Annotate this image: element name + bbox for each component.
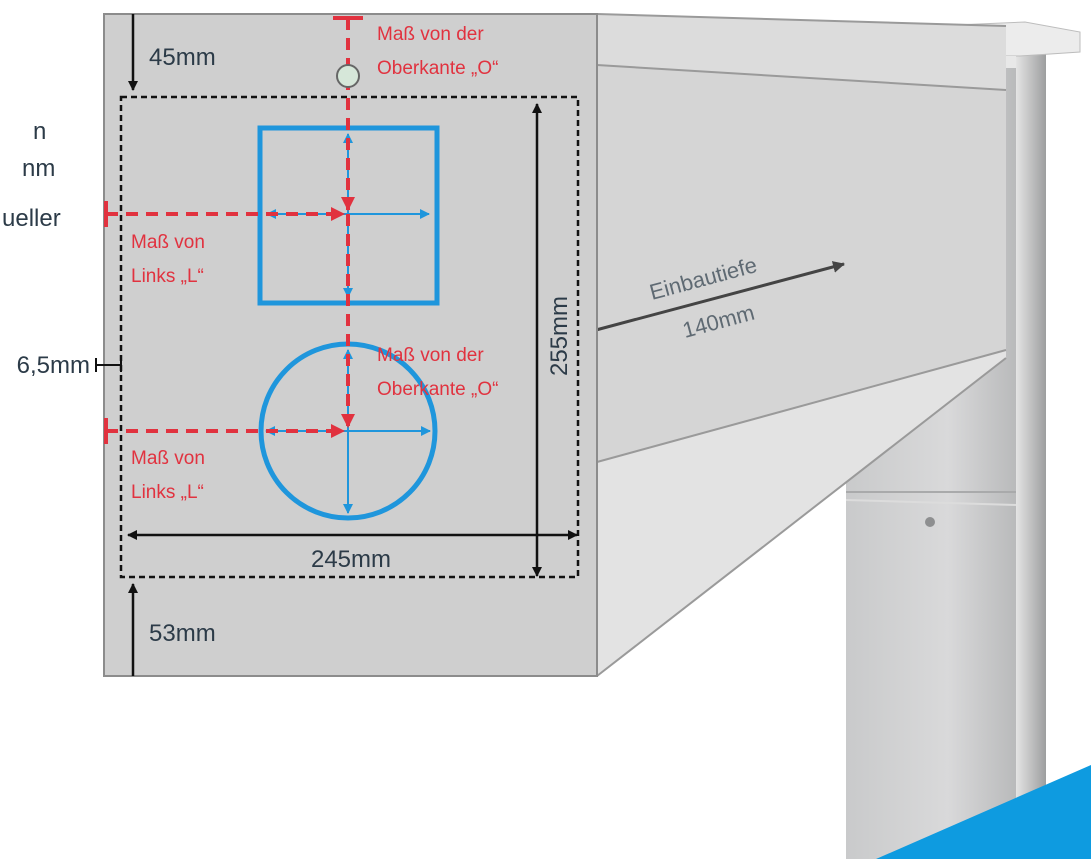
box-extrusion <box>596 13 1007 677</box>
cropped-text-1: n <box>33 118 46 145</box>
side-offset-label: 6,5mm <box>17 352 90 379</box>
cropped-text-3: ueller <box>2 205 61 232</box>
height-label: 255mm <box>546 296 573 376</box>
left-measure-1-line2: Links „L“ <box>131 266 204 287</box>
width-label: 245mm <box>311 546 391 573</box>
top-measure-1-line2: Oberkante „O“ <box>377 58 498 79</box>
cropped-text-2: nm <box>22 155 55 182</box>
top-measure-1-line1: Maß von der <box>377 24 484 45</box>
left-measure-2-line2: Links „L“ <box>131 482 204 503</box>
accent-corner <box>876 765 1091 859</box>
left-measure-1-line1: Maß von <box>131 232 205 253</box>
top-measure-2-line2: Oberkante „O“ <box>377 379 498 400</box>
left-measure-2-line1: Maß von <box>131 448 205 469</box>
depth-arrow <box>595 261 845 332</box>
top-measure-2-line1: Maß von der <box>377 345 484 366</box>
hole-marker-icon <box>336 64 360 88</box>
top-dimension-label: 45mm <box>149 44 216 71</box>
bottom-dimension-label: 53mm <box>149 620 216 647</box>
red-measures <box>104 16 363 444</box>
mounting-area-frame <box>119 95 580 579</box>
screw-icon <box>925 517 935 527</box>
